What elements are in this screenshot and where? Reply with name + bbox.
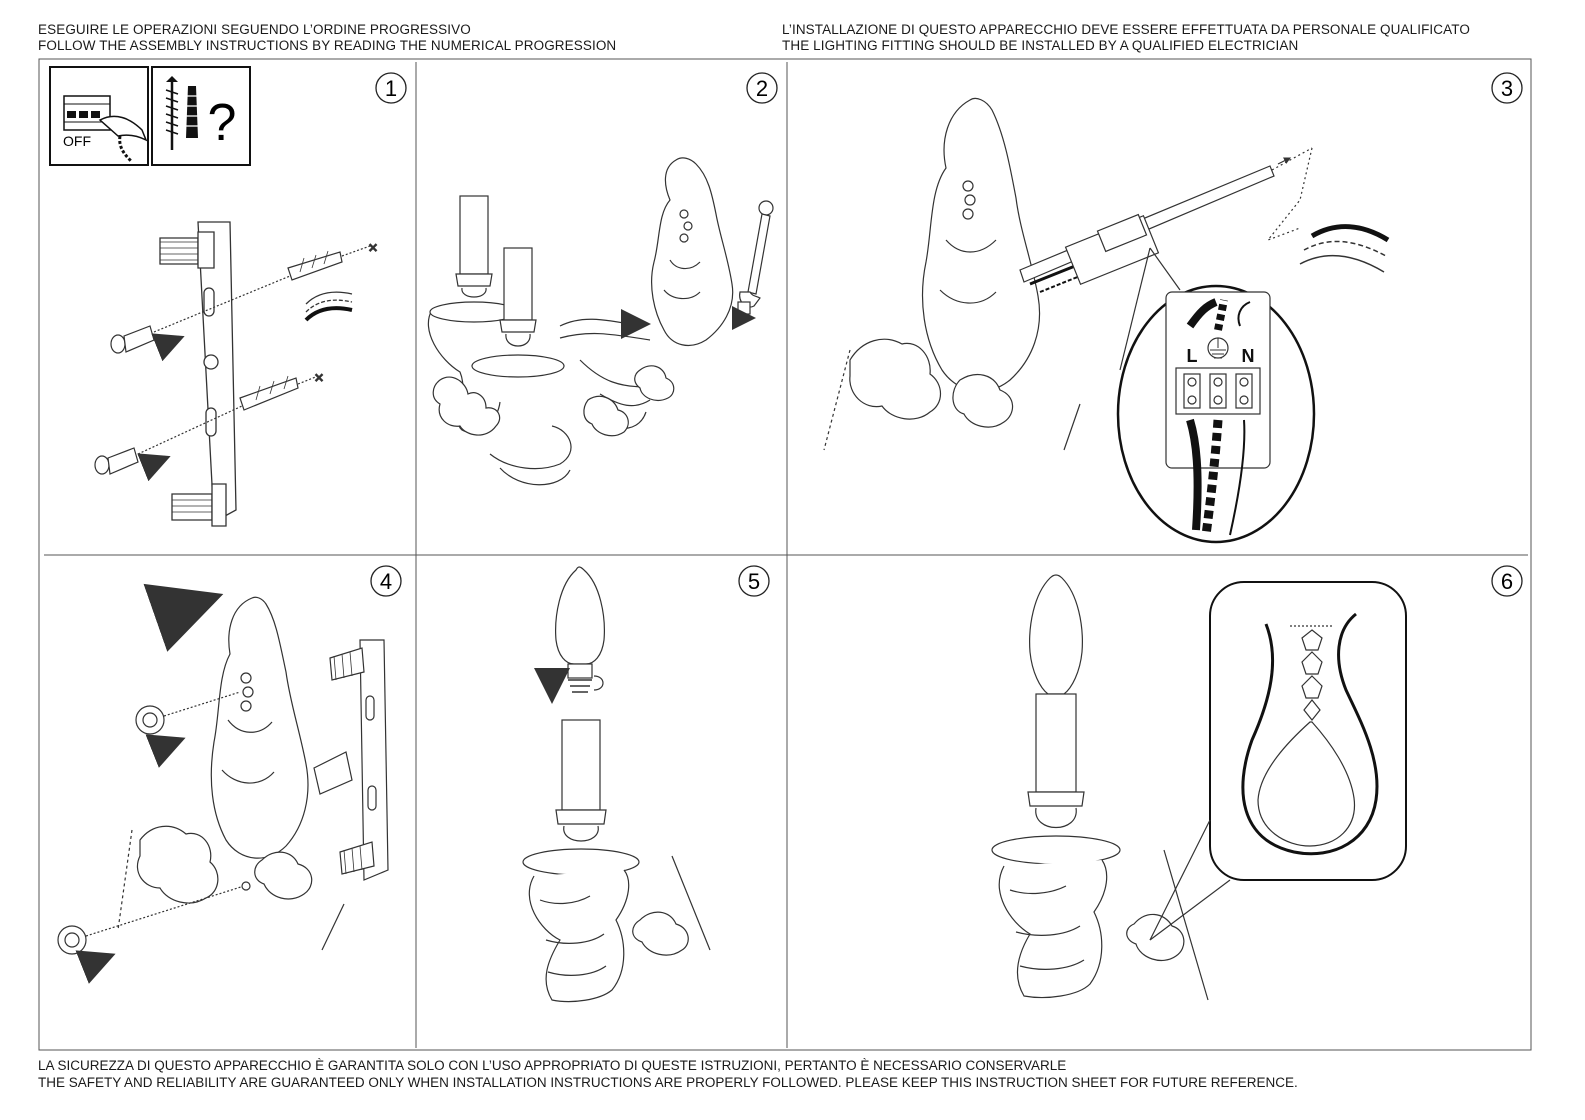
- header-left-line-en: FOLLOW THE ASSEMBLY INSTRUCTIONS BY READ…: [38, 38, 617, 53]
- panel-6: [991, 574, 1407, 1001]
- cable-icon: [304, 291, 353, 322]
- cable-icon-large: [1299, 224, 1390, 273]
- header-right-line-en: THE LIGHTING FITTING SHOULD BE INSTALLED…: [782, 38, 1299, 53]
- wall-sconce-backplate-large: [823, 97, 1081, 451]
- screw-bottom: [94, 405, 243, 482]
- wall-sconce-backplate: [651, 157, 734, 347]
- svg-text:✕: ✕: [368, 241, 378, 255]
- terminal-block-zoom: L N: [1116, 247, 1316, 544]
- step-number-5: 5: [738, 565, 770, 597]
- wall-sconce-backplate-side: [210, 596, 309, 859]
- step-number-2-text: 2: [756, 76, 768, 101]
- screw-top: [110, 275, 291, 362]
- header-left: ESEGUIRE LE OPERAZIONI SEGUENDO L’ORDINE…: [38, 22, 616, 54]
- step-number-5-text: 5: [748, 569, 760, 594]
- footer-line-en: THE SAFETY AND RELIABILITY ARE GUARANTEE…: [38, 1074, 1298, 1090]
- step-number-4: 4: [370, 565, 402, 597]
- step-number-3: 3: [1491, 72, 1523, 104]
- panel-4: [57, 583, 389, 984]
- svg-text:✕: ✕: [314, 371, 324, 385]
- mounting-bracket: [159, 221, 237, 527]
- header-left-line-it: ESEGUIRE LE OPERAZIONI SEGUENDO L’ORDINE…: [38, 22, 471, 37]
- step-number-3-text: 3: [1501, 76, 1513, 101]
- live-terminal-label: L: [1187, 346, 1198, 366]
- crystal-pendant-zoom: [1149, 581, 1407, 941]
- bracket-mounted: [313, 639, 389, 881]
- header-right-line-it: L’INSTALLAZIONE DI QUESTO APPARECCHIO DE…: [782, 22, 1470, 37]
- power-cable: [1019, 147, 1313, 293]
- panel-5: [522, 566, 711, 1003]
- step-number-1: 1: [375, 72, 407, 104]
- panel-grid: [38, 58, 1532, 1051]
- wrench-icon: [732, 200, 774, 330]
- footer-line-it: LA SICUREZZA DI QUESTO APPARECCHIO È GAR…: [38, 1058, 1067, 1073]
- screw-and-plug-icon: ?: [151, 66, 251, 166]
- step-number-1-text: 1: [385, 76, 397, 101]
- panel-3: L N: [823, 97, 1390, 544]
- header-right: L’INSTALLAZIONE DI QUESTO APPARECCHIO DE…: [782, 22, 1470, 54]
- candle-holder: [522, 719, 711, 1003]
- assembled-candle-bulb: [991, 574, 1209, 1001]
- candle-upper: [429, 195, 519, 323]
- neutral-terminal-label: N: [1242, 346, 1255, 366]
- step-number-2: 2: [746, 72, 778, 104]
- slide-arrow: [143, 583, 224, 652]
- power-off-icon: OFF: [49, 66, 149, 166]
- question-mark: ?: [208, 94, 237, 152]
- light-bulb: [555, 566, 605, 693]
- footer: LA SICUREZZA DI QUESTO APPARECCHIO È GAR…: [38, 1058, 1298, 1091]
- step-number-6-text: 6: [1501, 569, 1513, 594]
- cap-nut-top: [135, 691, 241, 768]
- wall-plug-top: ✕: [287, 240, 379, 281]
- step-number-6: 6: [1491, 565, 1523, 597]
- wall-plug-bottom: ✕: [239, 370, 325, 411]
- panel-2: [427, 157, 774, 486]
- candle-lower: [471, 247, 565, 378]
- cap-nut-bottom: [57, 881, 251, 984]
- off-label: OFF: [63, 133, 91, 149]
- panel-1: OFF ? ✕: [49, 66, 379, 527]
- step-number-4-text: 4: [380, 569, 392, 594]
